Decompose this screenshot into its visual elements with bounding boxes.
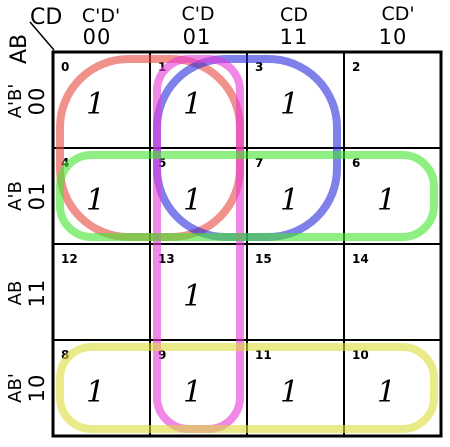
kmap-cell: 13 1 [158,252,202,314]
column-header-code: 11 [280,25,309,49]
kmap-cell: 31 [255,60,299,122]
cell-index: 2 [352,60,360,74]
grid-border [51,50,443,438]
cell-value: 1 [86,375,105,410]
cell-index: 15 [255,252,272,266]
column-header-code: 00 [83,25,112,49]
row-header-label: AB [5,281,26,306]
group-loop [56,151,438,241]
cell-value: 1 [280,87,299,122]
kmap-cell: 14 [352,252,369,266]
kmap-cell: 91 [158,348,202,410]
row-headers: A'B' 00 A'B 01 AB 11 AB' 10 [5,84,49,403]
cell-index: 14 [352,252,369,266]
cell-value: 1 [183,279,202,314]
kmap-cell: 10 1 [352,348,396,410]
row-header-code: 00 [25,87,49,116]
column-variables-label: CD [30,5,62,30]
cell-index: 10 [352,348,369,362]
row-header-label: A'B' [5,84,26,119]
cell-index: 3 [255,60,263,74]
group-loop [56,343,438,433]
column-header-label: CD' [381,3,414,25]
row-header-label: AB' [5,373,26,403]
column-header-label: C'D [181,3,214,25]
kmap-cell: 12 [61,252,78,266]
cell-index: 9 [158,348,166,362]
cell-index: 11 [255,348,272,362]
cell-value: 1 [280,183,299,218]
row-header-label: A'B [5,181,26,211]
kmap-cell: 71 [255,156,299,218]
cell-index: 6 [352,156,360,170]
cell-value: 1 [183,375,202,410]
kmap-cell: 51 [158,156,202,218]
cell-value: 1 [377,183,396,218]
column-header-label: CD [280,4,308,26]
row-variables-label: AB [7,34,32,64]
row-header-code: 10 [25,374,49,403]
kmap-cell: 111 [255,348,299,410]
cell-value: 1 [86,183,105,218]
cell-value: 1 [183,183,202,218]
row-header-code: 11 [25,279,49,308]
cell-index: 5 [158,156,166,170]
column-header-code: 01 [183,25,212,49]
grid [51,50,443,438]
cell-index: 0 [61,60,69,74]
kmap-cell: 2 [352,60,360,74]
group-loops [56,55,438,433]
kmap-cell: 61 [352,156,396,218]
cell-value: 1 [183,87,202,122]
kmap-cell: 01 [61,60,105,122]
cell-index: 7 [255,156,263,170]
column-header-code: 10 [379,25,408,49]
column-headers: C'D' 00 C'D 01 CD 11 CD' 10 [82,3,415,49]
cell-index: 12 [61,252,78,266]
column-header-label: C'D' [82,5,120,27]
cell-index: 13 [158,252,175,266]
cell-value: 1 [280,375,299,410]
corner-divider [29,21,55,51]
kmap-cell: 15 [255,252,272,266]
cell-value: 1 [86,87,105,122]
cell-value: 1 [377,375,396,410]
row-header-code: 01 [25,182,49,211]
